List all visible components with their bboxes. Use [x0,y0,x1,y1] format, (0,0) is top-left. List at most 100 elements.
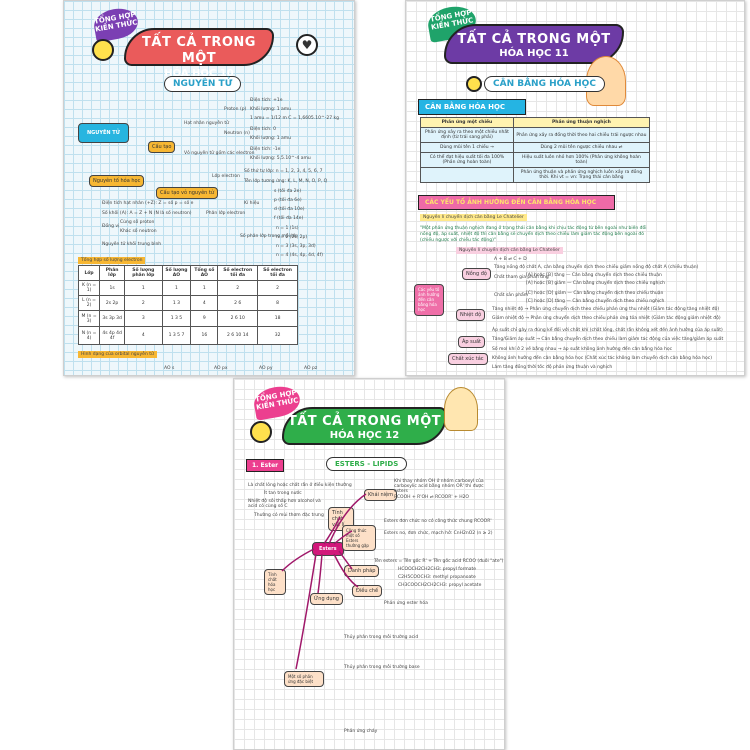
table-cell: K (n = 1) [77,280,101,296]
detail: Tăng/Giảm áp suất → Cân bằng chuyển dịch… [492,337,724,342]
detail: Vỏ nguyên tử gồm các electron [184,151,255,156]
table-cell: Hiệu suất luôn nhỏ hơn 100% (Phản ứng kh… [512,152,651,168]
detail: Phản ứng ester hóa [384,601,428,606]
root-node: Các yếu tố ảnh hưởng đến cân bằng hóa họ… [414,284,444,316]
table-title: Tổng hợp số lượng electron [78,257,146,264]
detail: Điện tích: +1e [250,98,283,103]
table-cell: 1 3 5 [161,310,192,327]
sheet-chemistry-11: TỔNG HỢP KIẾN THỨC TẤT CẢ TRONG MỘT HÓA … [405,0,745,376]
table-cell [420,167,514,183]
table-cell: 1 [190,280,219,296]
detail: s (tối đa 2e) [274,189,302,194]
table-cell: 2 6 [217,295,259,311]
table-header: Lớp [77,265,101,281]
detail: Số phân lớp trong mỗi lớp [240,234,299,239]
detail: Phản ứng cháy [344,729,378,734]
detail: [A] hoặc [B] tăng — Cân bằng chuyển dịch… [526,273,662,278]
detail: Lớp electron [212,174,240,179]
table-row: Dùng mũi tên 1 chiều →Dùng 2 mũi tên ngư… [420,142,651,153]
branch-catalyst: Chất xúc tác [448,353,488,365]
table-cell: Dùng 2 mũi tên ngược chiều nhau ⇌ [512,142,651,153]
table-cell: Có thể đạt hiệu suất tối đa 100% (Phản ứ… [420,152,514,168]
detail: n = 3 (3s, 3p, 3d) [276,244,316,249]
detail: Nguyên lí chuyển dịch cân bằng Le Chatel… [456,247,563,254]
table-cell: 4s 4p 4d 4f [99,326,126,345]
principle-label: Nguyên lí chuyển dịch cân bằng Le Chatel… [420,214,527,221]
detail: Không ảnh hưởng đến cân bằng hóa học (Ch… [492,356,713,361]
title-banner: TẤT CẢ TRONG MỘT HÓA HỌC 10 [124,28,274,79]
detail: Thủy phân trong môi trường acid [344,635,419,640]
detail: Proton (p) [224,107,247,112]
table-cell: 16 [190,326,219,345]
detail: Chất tham gia phản ứng [494,275,549,280]
table-row: Phản ứng xảy ra theo một chiều nhất định… [420,127,651,143]
section-ester: 1. Ester [246,459,285,472]
table-cell: 8 [257,295,298,311]
table-cell: 4 [190,295,219,311]
branch-concentration: Nồng độ [462,268,491,280]
table-cell: 1s [99,280,126,296]
detail: RCOOH + R'OH ⇌ RCOOR' + H2O [394,495,469,500]
branch-special: Một số phản ứng đặc biệt [284,671,324,687]
scientist-illustration [444,387,478,431]
branch-temperature: Nhiệt độ [456,309,486,321]
lightbulb-icon [466,76,482,92]
detail: Là chất lỏng hoặc chất rắn ở điều kiện t… [248,483,352,488]
detail: CH3COOCH2CH2CH3: propyl acetate [398,583,482,588]
branch-applications: Ứng dụng [310,593,343,605]
table-row: Phản ứng thuận và phản ứng nghịch luôn x… [420,167,651,183]
table-cell: 2 [124,295,163,311]
sheet-chemistry-10: TỔNG HỢP KIẾN THỨC TẤT CẢ TRONG MỘT HÓA … [63,0,355,376]
detail: Tên lớp tương ứng: K, L, M, N, O, P, Q [244,179,328,184]
table-header: Phản ứng thuận nghịch [512,117,651,128]
branch-definition: Khái niệm [364,489,397,501]
table-header: Số lượng AO [161,265,192,281]
title: TẤT CẢ TRONG MỘT [142,35,256,67]
table-header: Phản ứng một chiều [420,117,514,128]
table-cell: 1 3 5 7 [161,326,192,345]
detail: Giảm nhiệt độ → Phản ứng chuyển dịch the… [492,316,721,321]
detail: Khác số neutron [120,229,157,234]
principle-text: "Một phản ứng thuận nghịch đang ở trạng … [420,226,647,243]
detail: Làm tăng đồng thời tốc độ phản ứng thuận… [492,365,613,370]
table-cell: 3 [124,310,163,327]
detail: Điện tích hạt nhân (+Z): Z = số p = số e [102,201,194,206]
node-shell: Cấu tạo vỏ nguyên tử [156,187,219,199]
detail: A + B ⇌ C + D [494,257,527,262]
chat-heart-icon: ♥ [296,34,318,56]
title: TẤT CẢ TRONG MỘT [457,32,611,47]
detail: Số khối (A): A = Z + N (N là số neutron) [102,211,192,216]
detail: Chất sản phẩm [494,293,529,298]
detail: Khối lượng: 1 amu [250,136,292,141]
detail: Nguyên tử khối trung bình [102,242,162,247]
detail: C2H5COOCH3: methyl propanoate [398,575,476,580]
detail: n = 4 (4s, 4p, 4d, 4f) [276,253,323,258]
detail: Điện tích: -1e [250,147,281,152]
detail: [A] hoặc [B] giảm — Cân bằng chuyển dịch… [526,281,665,286]
detail: Kí hiệu [244,201,260,206]
table-cell: 32 [257,326,298,345]
mindmap-connectors [281,493,367,670]
subtitle: HÓA HỌC 10 [164,67,234,79]
table-cell: Dùng mũi tên 1 chiều → [420,142,514,153]
branch-formulas: Công thức một số Esters thường gặp [342,525,376,551]
detail: Hạt nhân nguyên tử [184,121,229,126]
detail: [C] hoặc [D] tăng — Cân bằng chuyển dịch… [526,299,665,304]
topic-label: ESTERS - LIPIDS [326,457,408,471]
detail: Áp suất chỉ gây ra đúng kể đối với chất … [492,328,723,333]
detail: n = 2 (2s, 2p) [276,235,308,240]
detail: f (tối đa 14e) [274,216,304,221]
detail: Phân lớp electron [206,211,246,216]
detail: Đồng vị [102,224,120,229]
sheet-chemistry-12: TỔNG HỢP KIẾN THỨC TẤT CẢ TRONG MỘT HÓA … [233,378,505,750]
title-banner: TẤT CẢ TRONG MỘT HÓA HỌC 11 [444,24,624,64]
table-row: Có thể đạt hiệu suất tối đa 100% (Phản ứ… [420,152,651,168]
detail: Thường có mùi thơm đặc trưng [254,513,324,518]
table-cell: 1 3 [161,295,192,311]
lightbulb-icon [250,421,272,443]
detail: Khi thay nhóm OH ở nhóm carboxyl của car… [394,479,484,494]
table-cell: Phản ứng thuận và phản ứng nghịch luôn x… [512,167,651,183]
